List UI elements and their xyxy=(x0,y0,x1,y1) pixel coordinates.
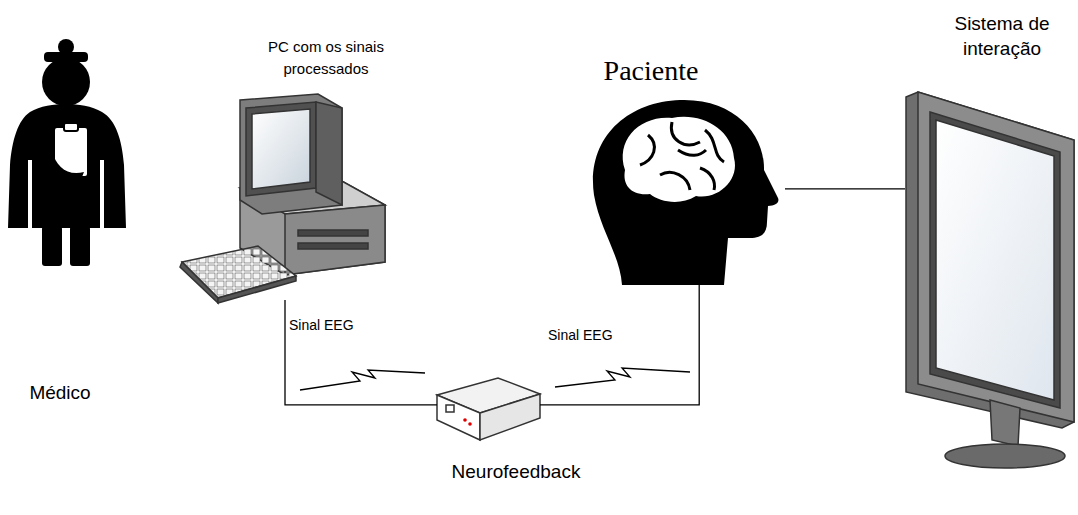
node-label: Paciente xyxy=(586,54,716,88)
connector xyxy=(785,188,905,189)
connector-line xyxy=(540,285,699,405)
signal-symbol xyxy=(300,370,425,390)
computer-icon xyxy=(180,94,385,303)
head-icon xyxy=(593,100,778,285)
doctor-icon xyxy=(8,39,126,266)
device-icon xyxy=(437,378,540,440)
monitor-icon xyxy=(906,92,1074,468)
connector-line xyxy=(285,300,437,405)
signal-symbol xyxy=(555,368,690,387)
node-label: PC com os sinais processados xyxy=(258,36,394,80)
computer-node: PC com os sinais processados xyxy=(180,100,390,300)
edge-label: Sinal EEG xyxy=(286,316,357,334)
interaction-system: Sistema de interação xyxy=(905,92,1075,470)
neurofeedback-device: Neurofeedback xyxy=(437,375,540,440)
node-label: Médico xyxy=(5,382,115,405)
patient-head: Paciente xyxy=(590,100,785,285)
connector xyxy=(285,300,437,405)
connector xyxy=(540,285,699,405)
node-label: Sistema de interação xyxy=(943,12,1061,61)
doctor-figure: Médico xyxy=(5,40,130,270)
connector-line xyxy=(785,188,905,189)
node-label: Neurofeedback xyxy=(446,461,586,484)
edge-label: Sinal EEG xyxy=(545,326,616,344)
